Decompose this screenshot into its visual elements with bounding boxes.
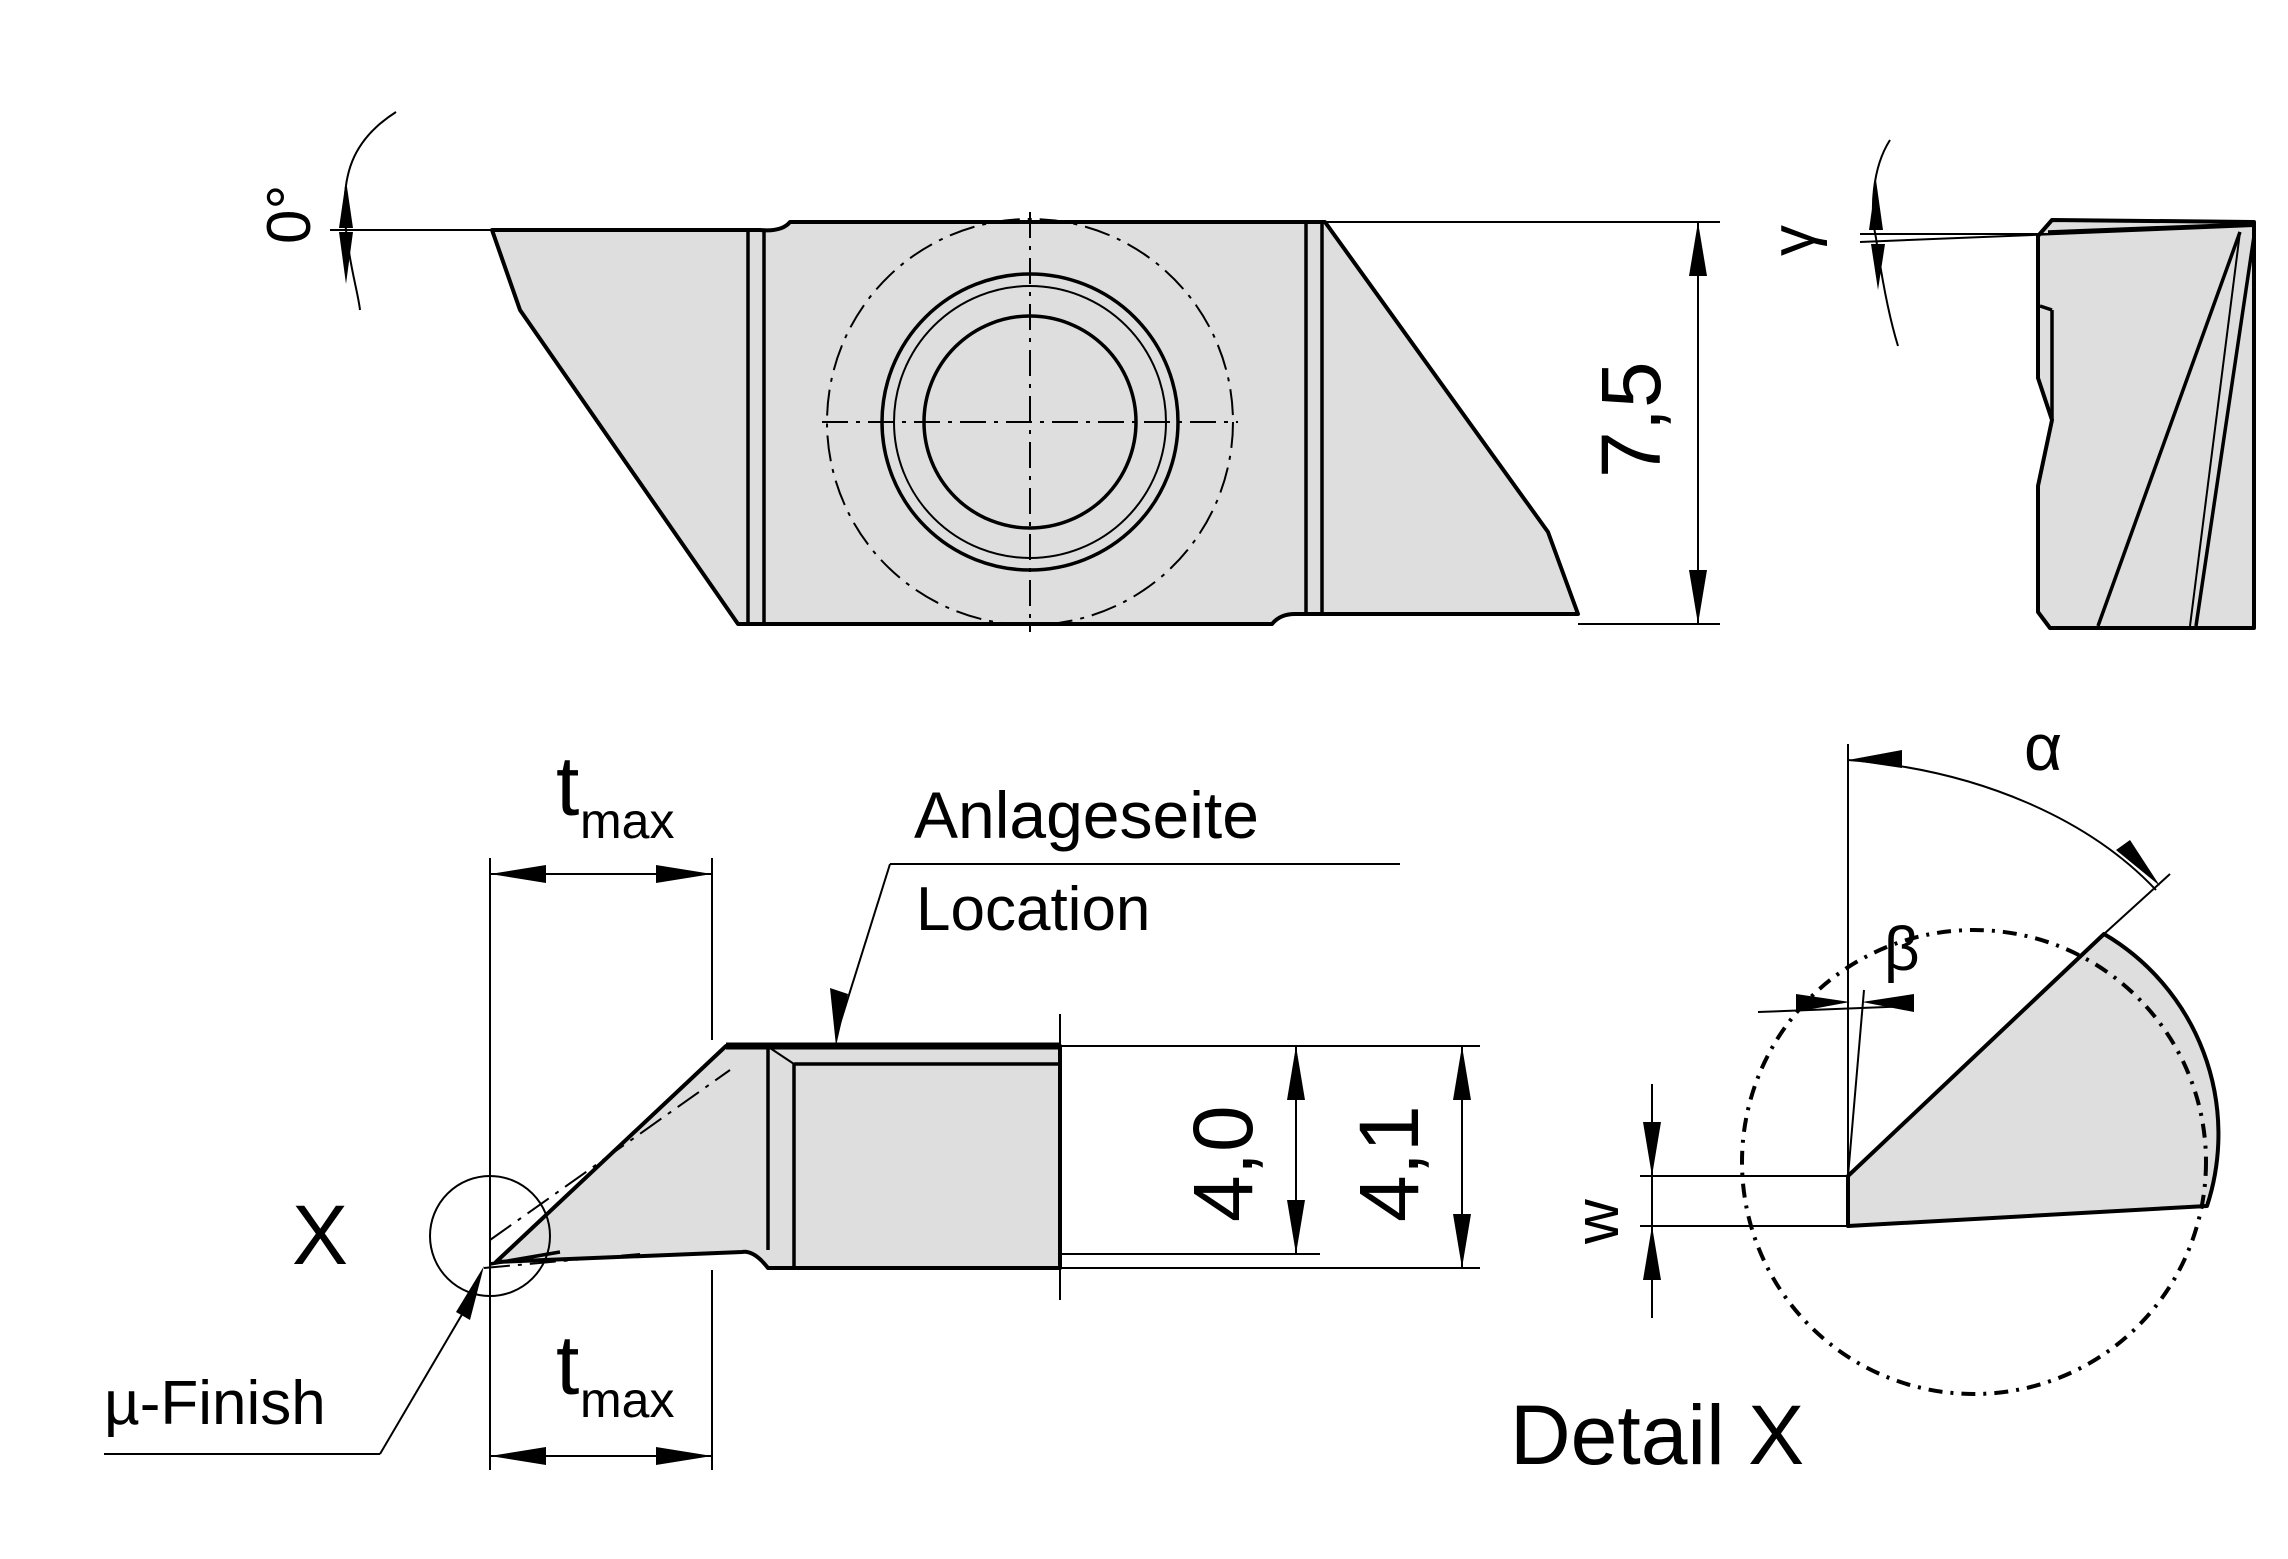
mu-finish-arrow — [456, 1266, 484, 1320]
x-marker-label: X — [292, 1188, 348, 1282]
detail-x-marker-circle — [429, 1175, 551, 1297]
dim41-arrow-bottom — [1453, 1214, 1471, 1268]
dim41-arrow-top — [1453, 1046, 1471, 1100]
detail-x-cutting-edge — [1846, 932, 2221, 1228]
front-view-body — [494, 1044, 1062, 1270]
beta-arrow-right — [1862, 994, 1914, 1012]
tmax-upper-arrow-right — [656, 865, 712, 883]
tmax-lower-sub: max — [580, 1372, 674, 1428]
beta-arrow-left — [1796, 994, 1850, 1012]
tmax-lower-arrow-left — [490, 1447, 546, 1465]
side-view-flank-line-2 — [2194, 235, 2256, 627]
tmax-upper-t: t — [556, 739, 579, 833]
gamma-arrow-bottom — [1871, 244, 1885, 290]
detail-x-label: Detail X — [1510, 1388, 1804, 1482]
anlageseite-label: Anlageseite — [914, 778, 1259, 852]
height-arrow-top — [1689, 222, 1707, 276]
dim40-label: 4,0 — [1176, 1105, 1270, 1222]
zero-angle-arrow-top — [339, 180, 353, 228]
beta-label: β — [1884, 915, 1920, 984]
dim41-label: 4,1 — [1342, 1105, 1436, 1222]
alpha-label: α — [2024, 710, 2062, 784]
side-view-rake-edge — [2047, 222, 2255, 234]
mu-finish-leader-2 — [379, 1293, 475, 1455]
zero-angle-arrow-bottom — [339, 232, 353, 284]
dim40-arrow-bottom — [1287, 1200, 1305, 1254]
front-view-chamfer — [769, 1047, 795, 1065]
w-arrow-top — [1643, 1122, 1661, 1176]
gamma-arrow-top — [1869, 180, 1883, 230]
tmax-upper-sub: max — [580, 793, 674, 849]
top-view: 0° 7,5 — [255, 111, 1720, 632]
dim40-arrow-top — [1287, 1046, 1305, 1100]
height-dim-label: 7,5 — [1584, 361, 1678, 478]
front-view: t max t max Anlageseite Location X µ-Fin… — [104, 739, 1480, 1470]
location-label: Location — [916, 875, 1150, 944]
detail-x-view: α β w Detail X — [1510, 710, 2221, 1482]
alpha-arrow-right — [2116, 840, 2160, 886]
alpha-ext-line — [2103, 873, 2171, 935]
alpha-arrow-left — [1848, 750, 1902, 768]
side-view-flank-line-3 — [2189, 231, 2241, 627]
w-label: w — [1563, 1199, 1632, 1245]
zero-angle-arc — [343, 111, 397, 311]
beta-ext-line — [1847, 989, 1865, 1177]
tmax-lower-t: t — [556, 1318, 579, 1412]
top-view-insert-body — [490, 220, 1580, 626]
anlageseite-arrow — [830, 988, 848, 1046]
gamma-label: γ — [1759, 225, 1828, 256]
detail-x-circle — [1740, 928, 2208, 1396]
gamma-arc — [1872, 139, 1899, 347]
side-view-body — [2036, 218, 2256, 630]
side-view-slot-1 — [2039, 304, 2053, 312]
anlageseite-leader — [837, 863, 891, 1031]
front-view-tip-line — [489, 1250, 561, 1266]
gamma-extension-2 — [1859, 225, 2255, 243]
side-view-flank-line — [2096, 231, 2242, 627]
mu-finish-label: µ-Finish — [104, 1369, 326, 1438]
front-view-dash-line — [489, 1069, 731, 1241]
alpha-arc — [1847, 759, 2157, 891]
height-arrow-bottom — [1689, 570, 1707, 624]
w-arrow-bottom — [1643, 1226, 1661, 1280]
zero-angle-label: 0° — [255, 185, 324, 244]
tmax-upper-arrow-left — [490, 865, 546, 883]
side-view: γ — [1759, 139, 2256, 630]
tmax-lower-arrow-right — [656, 1447, 712, 1465]
